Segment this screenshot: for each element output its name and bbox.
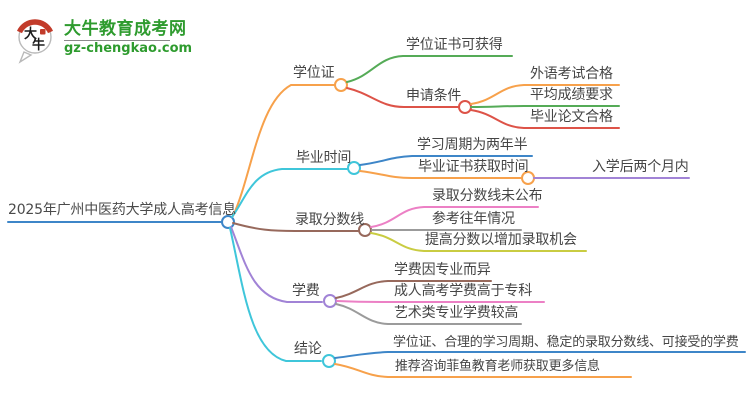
branch-line-tuition-higher [336,300,545,303]
node-label-graduation-time: 毕业时间 [296,150,352,166]
branch-line-study-period [359,155,533,166]
logo-text-block: 大牛教育成考网 gz-chengkao.com [64,12,192,56]
node-label-apply-conditions: 申请条件 [406,88,462,104]
node-label-admission-score: 录取分数线 [295,212,364,228]
branch-line-admission-score [232,222,359,232]
node-label-degree-obtainable: 学位证书可获得 [406,37,503,53]
node-label-past-years: 参考往年情况 [432,211,515,227]
node-circle-conclusion [322,354,336,368]
node-label-tuition-by-major: 学费因专业而异 [394,262,491,278]
node-label-conclusion: 结论 [294,341,322,357]
logo-domain: gz-chengkao.com [64,41,193,56]
node-circle-graduation-time [347,161,361,175]
branch-line-score-unpublished [370,206,539,228]
speech-bubble-tail [18,51,33,64]
node-label-conclusion-consult: 推荐咨询菲鱼教育老师获取更多信息 [395,359,600,374]
site-logo[interactable]: 大 牛 大牛教育成考网 gz-chengkao.com [12,12,192,64]
branch-line-degree-obtainable [346,55,513,83]
logo-char-bottom: 牛 [32,37,45,53]
root-node-circle [221,215,235,229]
node-label-two-months: 入学后两个月内 [592,159,689,175]
red-arc [16,19,54,34]
node-label-tuition-art: 艺术类专业学费较高 [394,305,519,321]
daniu-logo-icon: 大 牛 [16,19,54,64]
logo-char-top: 大 [24,26,37,42]
central-topic: 2025年广州中医药大学成人高考信息 [8,202,237,218]
branch-line-thesis-pass [470,109,620,129]
node-label-improve-score: 提高分数以增加录取机会 [425,232,577,248]
branch-line-average-score [470,105,620,108]
branch-line-foreign-exam [470,84,620,105]
branch-line-tuition [230,226,323,303]
node-label-thesis-pass: 毕业论文合格 [530,109,613,125]
branch-line-conclusion-summary [334,351,746,359]
node-label-foreign-exam: 外语考试合格 [530,66,613,82]
branch-line-improve-score [370,232,587,252]
branch-line-conclusion [229,227,322,362]
node-label-diploma-time: 毕业证书获取时间 [418,159,529,175]
branch-line-conclusion-consult [334,363,632,378]
node-circle-tuition [323,294,337,308]
node-circle-degree-cert [334,78,348,92]
node-label-average-score: 平均成绩要求 [530,87,613,103]
branch-line-tuition-art [335,303,522,325]
branch-line-diploma-time [359,170,522,179]
branch-line-tuition-by-major [335,280,492,299]
node-label-study-period: 学习周期为两年半 [417,137,528,153]
logo-divider [64,40,170,41]
node-label-conclusion-summary: 学位证、合理的学习周期、稳定的录取分数线、可接受的学费 [393,335,739,350]
branch-line-degree-cert [232,84,336,217]
node-label-tuition: 学费 [292,283,320,299]
node-label-tuition-higher: 成人高考学费高于专科 [394,283,532,299]
seal-stamp [40,29,46,35]
branch-line-graduation-time [231,168,348,218]
node-label-score-unpublished: 录取分数线未公布 [432,188,543,204]
logo-site-name: 大牛教育成考网 [64,19,187,39]
node-label-degree-cert: 学位证 [293,65,335,81]
branch-line-apply-conditions [346,87,459,108]
